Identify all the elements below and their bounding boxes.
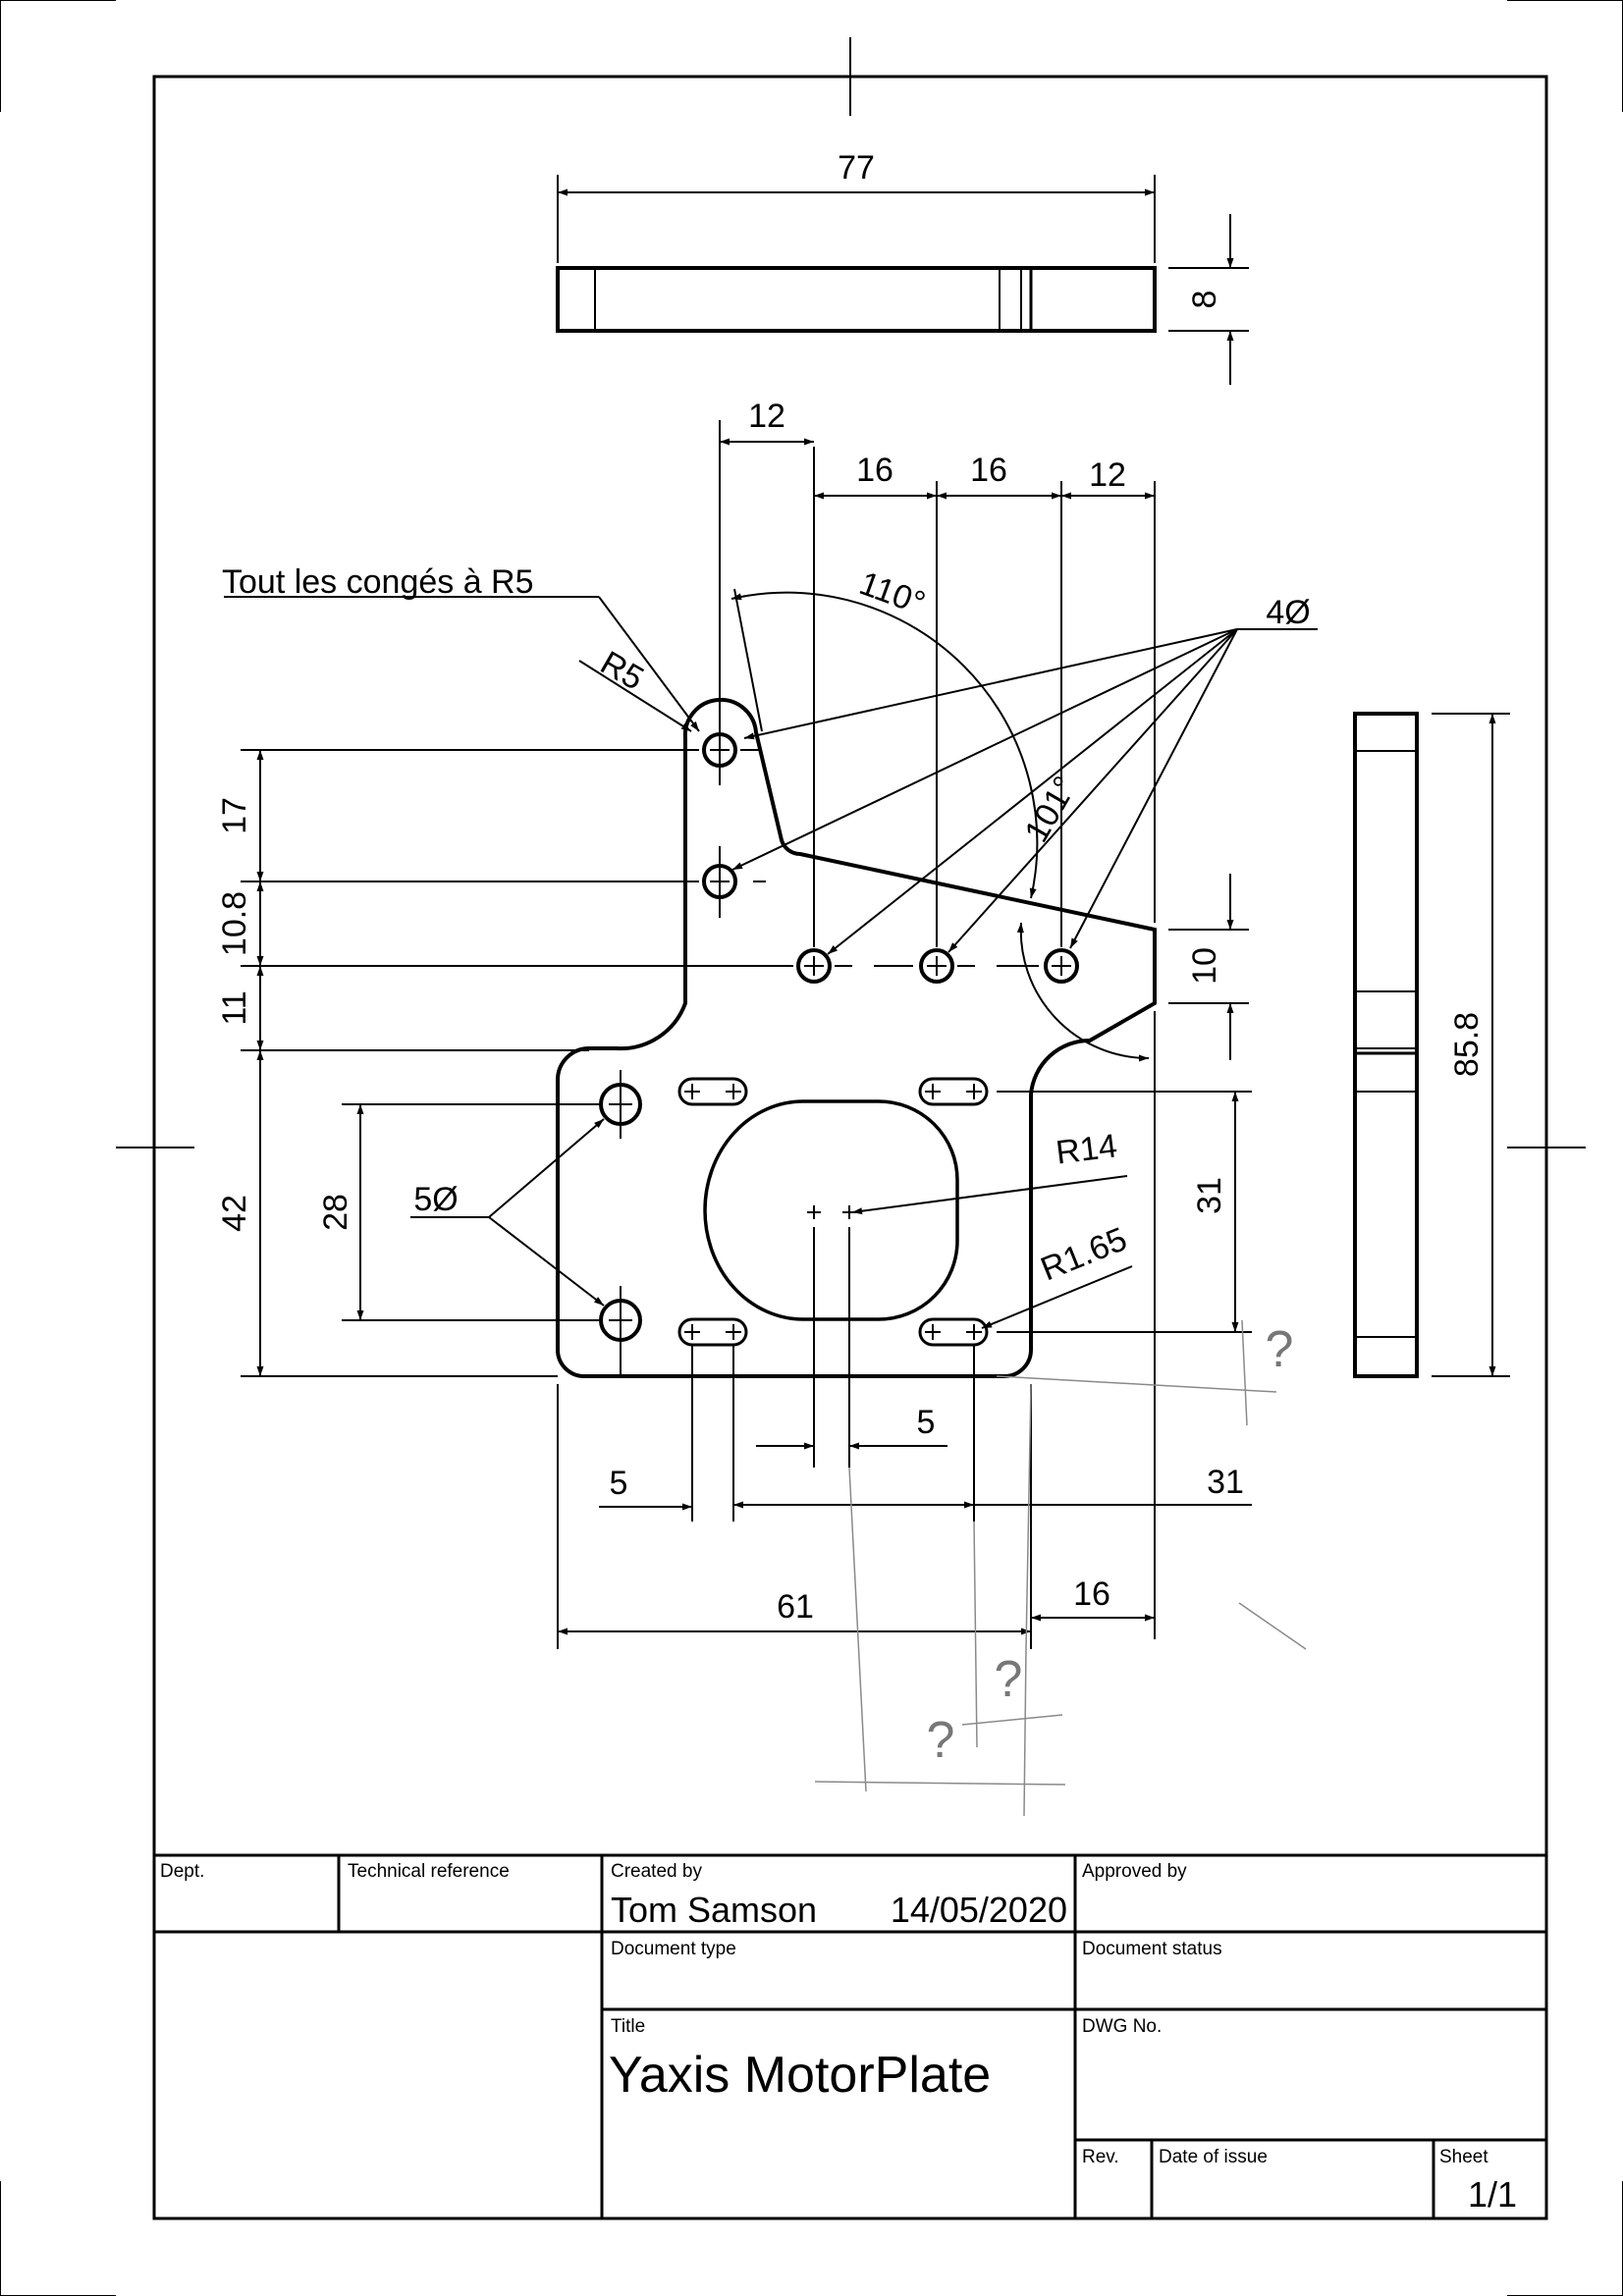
dim-top-length: 77 (838, 149, 875, 187)
dim-r5: R5 (594, 644, 650, 698)
sheet-label: Sheet (1439, 2147, 1488, 2167)
dim-85-8: 85.8 (1448, 1012, 1486, 1077)
question-mark-3: ? (927, 1712, 955, 1769)
rev-label: Rev. (1082, 2147, 1119, 2167)
side-view (1353, 712, 1510, 1378)
approved-by-label: Approved by (1082, 1861, 1187, 1882)
dim-11: 11 (216, 990, 253, 1025)
dim-angle-110: 110° (854, 564, 930, 622)
dim-angle-101: 101° (1017, 771, 1084, 849)
dim-31-vertical: 31 (1191, 1177, 1228, 1214)
dimension-lines (224, 420, 1318, 1649)
dim-31-horizontal: 31 (1207, 1464, 1244, 1501)
sketch-strokes (814, 1319, 1307, 1817)
dim-5-slot: 5 (610, 1465, 628, 1502)
dim-17: 17 (216, 797, 253, 834)
dim-hole-5: 5Ø (413, 1181, 458, 1218)
dim-r1-65: R1.65 (1036, 1220, 1132, 1288)
dwg-no-label: DWG No. (1082, 2016, 1162, 2037)
created-by-label: Created by (611, 1861, 702, 1882)
title-label: Title (611, 2016, 645, 2037)
title-block-text: Dept. Technical reference Created by Tom… (160, 1861, 1517, 2215)
fillet-note: Tout les congés à R5 (222, 563, 534, 601)
document-type-label: Document type (611, 1939, 736, 1959)
sheet-value: 1/1 (1468, 2174, 1517, 2215)
dimension-labels: 77 8 12 16 16 12 110° 101° 4Ø Tout les c… (216, 149, 1486, 1769)
top-view (556, 175, 1249, 385)
dim-r14: R14 (1054, 1127, 1119, 1171)
question-mark-2: ? (995, 1651, 1023, 1708)
title-block (152, 1853, 1548, 2220)
dim-thickness: 8 (1186, 291, 1223, 309)
document-status-label: Document status (1082, 1939, 1222, 1959)
dim-16b: 16 (970, 452, 1007, 489)
technical-reference-label: Technical reference (348, 1861, 510, 1882)
dim-42: 42 (216, 1195, 253, 1232)
dept-label: Dept. (160, 1861, 204, 1882)
dim-28: 28 (317, 1194, 354, 1231)
created-by-value: Tom Samson (611, 1890, 817, 1930)
dim-12a: 12 (748, 398, 785, 435)
dim-10: 10 (1186, 947, 1223, 985)
dim-12b: 12 (1089, 456, 1126, 494)
dim-61: 61 (777, 1588, 814, 1626)
question-mark-1: ? (1266, 1321, 1294, 1378)
dim-hole-4: 4Ø (1266, 594, 1310, 631)
created-date-value: 14/05/2020 (891, 1890, 1067, 1930)
drawing-title: Yaxis MotorPlate (609, 2047, 991, 2104)
dim-16c: 16 (1073, 1575, 1110, 1613)
date-of-issue-label: Date of issue (1159, 2147, 1268, 2167)
holes (599, 715, 1079, 1374)
dim-16a: 16 (856, 452, 893, 489)
dim-5-center: 5 (917, 1404, 936, 1441)
dim-10-8: 10.8 (216, 891, 253, 956)
